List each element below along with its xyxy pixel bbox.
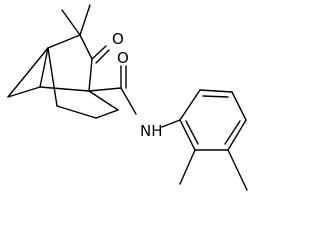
amide-oxygen-label: O (117, 49, 129, 67)
molecule-structure: O O NH (7, 4, 248, 191)
bond-amide-carbon-nitrogen (120, 87, 137, 115)
aryl-methyls (179, 149, 248, 191)
ketone-double-bond-b (95, 49, 110, 64)
amide-nitrogen-label: NH (140, 122, 163, 140)
bond-lower-left (56, 105, 97, 119)
bond-bridge-left (7, 86, 41, 98)
ring-bond-1 (179, 89, 201, 121)
benzene-ring (179, 89, 247, 151)
ring-bond-3 (231, 91, 247, 121)
methyl-bond-2 (79, 4, 91, 36)
methyl-bond-1 (61, 9, 81, 36)
bond-bridge-top (39, 47, 49, 88)
bond-bridgehead-bridge (39, 86, 90, 92)
ketone-double-bond-a (91, 45, 107, 60)
bond-ccarbonyl-bridgehead (88, 58, 93, 92)
bond-nitrogen-aryl (161, 119, 181, 128)
bicyclic-core (7, 34, 119, 119)
aryl-methyl-bond-1 (179, 149, 196, 185)
molecule-canvas: O O NH (7, 4, 248, 191)
ring-bond-4 (227, 119, 247, 151)
ring-bond-2 (199, 89, 233, 93)
bond-left-top (7, 47, 49, 98)
bond-bridgehead-ring (88, 90, 119, 111)
bond-ring-lower (95, 109, 119, 119)
ketone-group (91, 45, 110, 64)
amide-group (88, 65, 181, 128)
bond-cmethyl-ccarbonyl (79, 34, 93, 60)
bond-bridgehead-amide-carbon (88, 87, 122, 92)
bond-lower-top (47, 47, 58, 107)
ketone-oxygen-label: O (112, 30, 124, 48)
gem-dimethyl (61, 4, 91, 36)
ring-bond-6 (179, 119, 196, 151)
bond-c7-cmethyl (47, 34, 81, 49)
aromatic-inner-bond-2 (224, 120, 241, 145)
aromatic-inner-bond-3 (185, 120, 199, 145)
aryl-methyl-bond-2 (227, 149, 248, 191)
aromatic-inner-bond-1 (202, 95, 229, 98)
